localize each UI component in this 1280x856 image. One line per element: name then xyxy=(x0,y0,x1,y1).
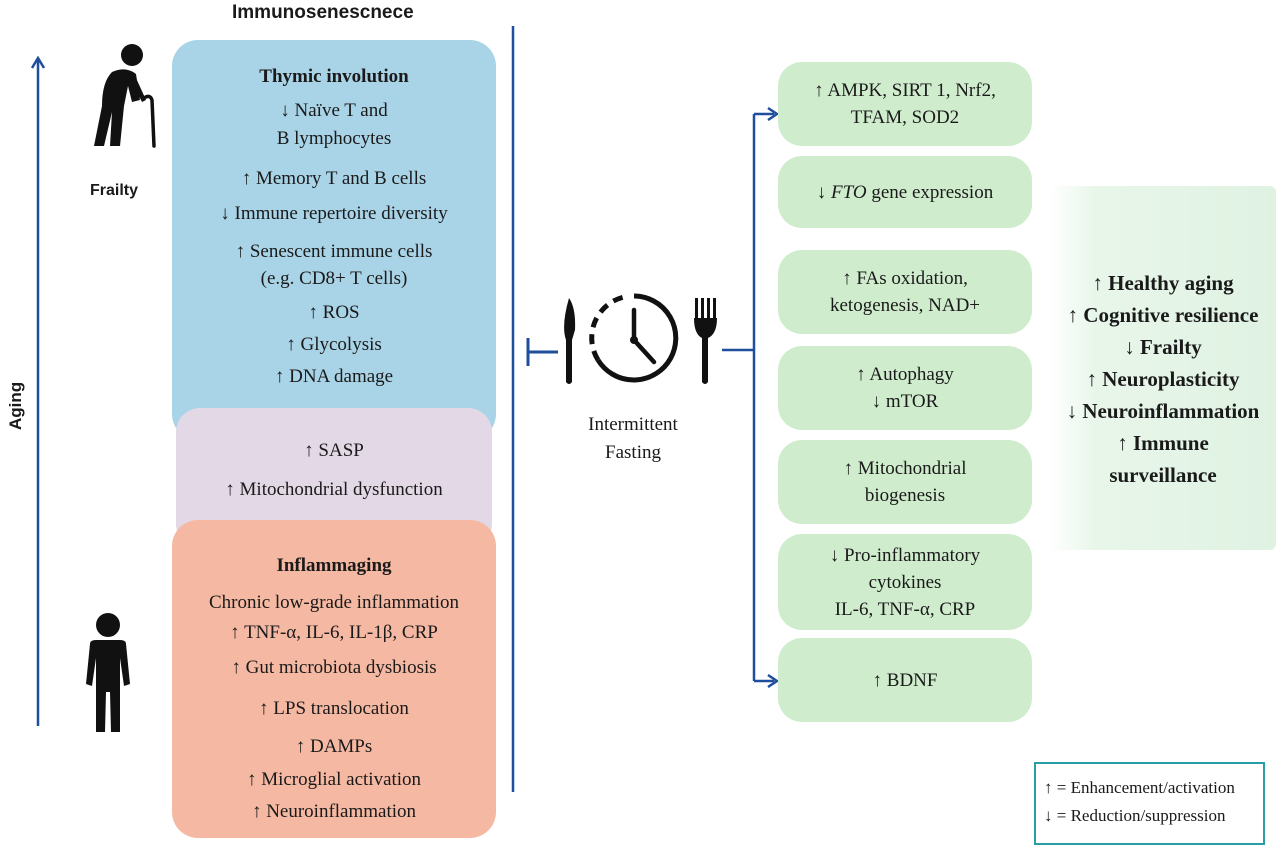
thymic-involution-title: Thymic involution xyxy=(259,66,409,87)
legend-up-entry: ↑ = Enhancement/activation xyxy=(1044,778,1235,797)
outcomes-panel xyxy=(1050,186,1276,550)
inhibition-bar-icon xyxy=(526,338,558,366)
inflammaging-line: ↑ Neuroinflammation xyxy=(251,801,417,822)
inflammaging-line: ↑ LPS translocation xyxy=(259,698,409,719)
intervention-label-line2: Fasting xyxy=(605,442,661,463)
effect-text: ↑ Autophagy xyxy=(856,364,954,385)
effect-box-fas-oxidation: ↑ FAs oxidation, ketogenesis, NAD+ xyxy=(778,250,1032,334)
clock-icon xyxy=(589,293,679,383)
thymic-line: (e.g. CD8+ T cells) xyxy=(260,268,408,289)
effect-text: ↓ Pro-inflammatory xyxy=(829,544,981,566)
outcome-item: ↑ Cognitive resilience xyxy=(1067,303,1259,327)
effect-text: ↑ Mitochondrial xyxy=(843,458,967,479)
thymic-line: ↓ Naïve T and xyxy=(280,100,388,121)
inhibition-divider-line xyxy=(511,26,515,792)
effect-text: ↓ mTOR xyxy=(871,391,939,412)
frailty-label: Frailty xyxy=(90,182,139,199)
effect-text: cytokines xyxy=(868,571,942,593)
legend-down-entry: ↓ = Reduction/suppression xyxy=(1044,806,1226,825)
thymic-line: ↑ ROS xyxy=(308,302,360,323)
effects-connector xyxy=(722,106,780,689)
effect-box-ampk: ↑ AMPK, SIRT 1, Nrf2, TFAM, SOD2 xyxy=(778,62,1032,146)
effect-text: IL-6, TNF-α, CRP xyxy=(834,598,976,620)
effect-text: biogenesis xyxy=(864,485,946,506)
inflammaging-line: ↑ Gut microbiota dysbiosis xyxy=(231,657,437,678)
inflammaging-title: Inflammaging xyxy=(276,555,392,576)
thymic-line: ↑ Memory T and B cells xyxy=(241,168,427,189)
outcome-item: ↑ Neuroplasticity xyxy=(1086,367,1240,391)
elderly-person-icon xyxy=(94,44,156,148)
outcome-item: ↓ Frailty xyxy=(1124,335,1202,359)
aging-axis-label: Aging xyxy=(6,381,25,430)
effect-text: ↓ xyxy=(816,181,832,203)
effect-text: ↑ AMPK, SIRT 1, Nrf2, xyxy=(814,80,996,101)
inflammaging-line: ↑ TNF-α, IL-6, IL-1β, CRP xyxy=(230,622,438,643)
diagram-title: Immunosenescnece xyxy=(232,2,414,23)
effect-text: gene expression xyxy=(866,181,994,203)
effect-text: ketogenesis, NAD+ xyxy=(829,295,981,316)
overlap-line: ↑ Mitochondrial dysfunction xyxy=(225,479,443,500)
effect-box-autophagy: ↑ Autophagy ↓ mTOR xyxy=(778,346,1032,430)
thymic-line: ↑ DNA damage xyxy=(274,366,394,387)
thymic-line: B lymphocytes xyxy=(276,128,392,149)
effect-box-mitochondrial-biogenesis: ↑ Mitochondrial biogenesis xyxy=(778,440,1032,524)
outcome-item: ↑ Immune xyxy=(1117,431,1209,455)
effect-text: ↑ BDNF xyxy=(872,669,938,691)
inflammaging-line: ↑ Microglial activation xyxy=(246,769,422,790)
effect-box-bdnf: ↑ BDNF xyxy=(778,638,1032,722)
thymic-involution-panel xyxy=(172,40,496,440)
overlap-line: ↑ SASP xyxy=(304,440,364,461)
knife-icon xyxy=(564,298,576,384)
inflammaging-line: Chronic low-grade inflammation xyxy=(208,592,460,613)
thymic-line: ↓ Immune repertoire diversity xyxy=(220,203,448,224)
fork-icon xyxy=(694,298,717,384)
outcome-item: ↓ Neuroinflammation xyxy=(1066,399,1260,423)
young-person-icon xyxy=(86,613,130,732)
intervention-label-line1: Intermittent xyxy=(588,414,678,435)
outcome-item: ↑ Healthy aging xyxy=(1092,271,1234,295)
effect-text: ↑ FAs oxidation, xyxy=(842,268,968,289)
aging-axis-arrow xyxy=(30,55,46,726)
thymic-line: ↑ Senescent immune cells xyxy=(235,241,433,262)
effect-box-fto: ↓ FTO gene expression xyxy=(778,156,1032,228)
outcome-item: surveillance xyxy=(1109,463,1217,487)
inflammaging-panel xyxy=(172,520,496,838)
effect-text: TFAM, SOD2 xyxy=(850,107,960,128)
thymic-line: ↑ Glycolysis xyxy=(286,334,382,355)
inflammaging-line: ↑ DAMPs xyxy=(295,736,373,757)
legend-box: ↑ = Enhancement/activation ↓ = Reduction… xyxy=(1034,762,1265,845)
fto-gene-name: FTO xyxy=(831,181,867,203)
